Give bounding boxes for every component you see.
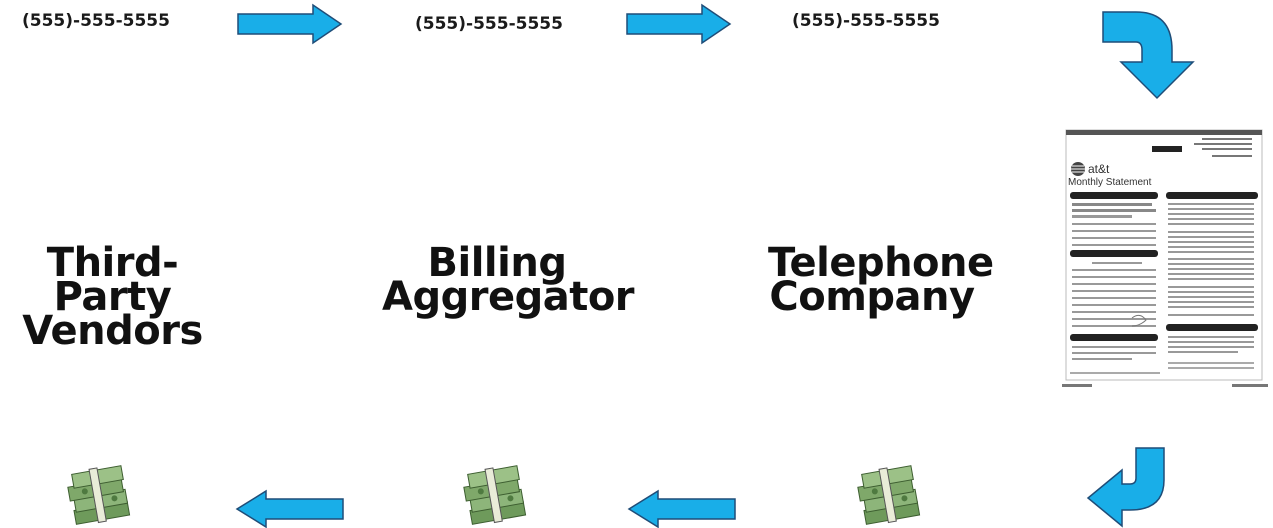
money-stack-icon <box>462 465 528 528</box>
curved-left-arrow-icon <box>1086 446 1168 528</box>
phone-number-vendors: (555)-555-5555 <box>22 11 170 31</box>
entity-line: Third-Party <box>46 240 179 320</box>
phone-number-telco: (555)-555-5555 <box>792 11 940 31</box>
bill-brand: at&t <box>1088 162 1110 176</box>
right-arrow-icon <box>237 3 343 45</box>
entity-billing-aggregator: Billing Aggregator <box>382 240 635 320</box>
entity-third-party-vendors: Third-Party Vendors <box>0 240 225 354</box>
money-stack-icon <box>66 465 132 528</box>
money-stack-icon <box>856 465 922 528</box>
entity-telephone-company: Telephone Company <box>768 240 994 320</box>
phone-number-aggregator: (555)-555-5555 <box>415 14 563 34</box>
right-arrow-icon <box>626 3 732 45</box>
left-arrow-icon <box>235 489 344 528</box>
entity-line: Telephone <box>768 240 994 286</box>
curved-down-arrow-icon <box>1102 10 1196 100</box>
left-arrow-icon <box>627 489 736 528</box>
entity-line: Billing <box>427 240 567 286</box>
entity-line: Aggregator <box>382 274 635 320</box>
bill-document-icon: at&t Monthly Statement <box>1062 128 1270 390</box>
entity-line: Vendors <box>22 308 203 354</box>
entity-line: Company <box>769 274 975 320</box>
bill-heading: Monthly Statement <box>1068 177 1152 188</box>
